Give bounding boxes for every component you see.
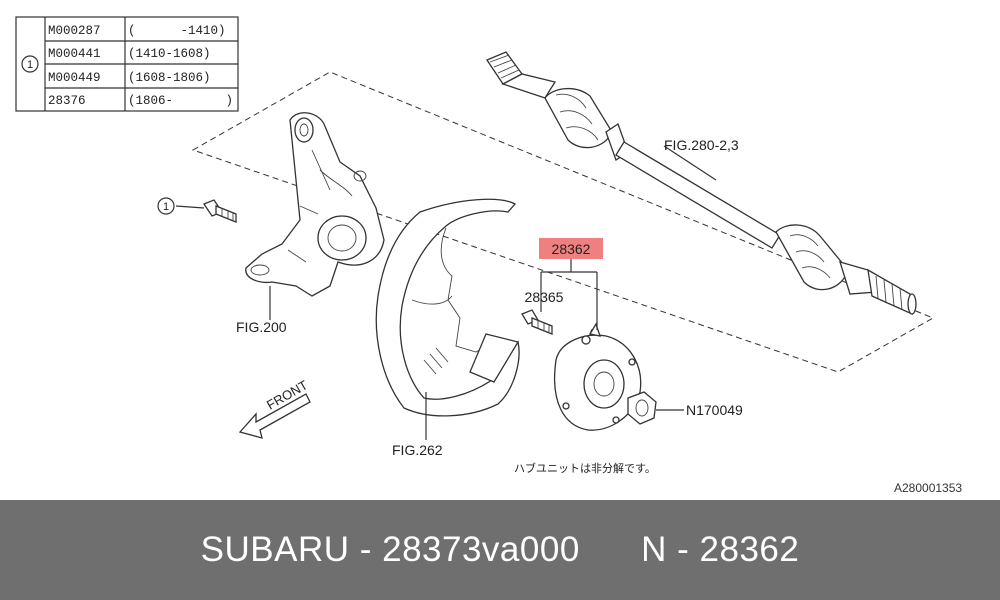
non-disassembly-note: ハブユニットは非分解です。 [514,461,656,475]
legend-part-2: M000441 [48,47,101,61]
assembly-boundary [191,71,935,373]
arrow-icon [238,393,311,439]
shield-figure-ref: FIG.262 [392,442,443,458]
hub-part-highlight [539,238,603,259]
hub-unit [554,322,642,431]
hub-part-label: 28362 [552,241,591,257]
legend-range-3: (1608-1806) [128,71,211,85]
hub-bolt [521,309,553,335]
legend-part-1: M000287 [48,24,101,38]
legend-marker: 1 [27,59,33,71]
front-arrow: FRONT [238,377,311,439]
knuckle-bolt: 1 [157,197,237,223]
bolt-marker-circle [157,197,175,215]
axle-nut [627,391,684,425]
parts-diagram: 1 M000287 ( -1410) M000441 (1410-1608) M… [15,16,962,495]
product-footer: SUBARU - 28373va000 N - 28362 [0,500,1000,600]
nut-part-label: N170049 [686,402,743,418]
brake-shield [375,198,520,417]
legend-marker-circle [21,55,39,73]
bolt-marker: 1 [163,201,169,213]
drive-axle [486,51,917,316]
legend-range-4: (1806- ) [128,94,233,108]
product-title: SUBARU - 28373va000 N - 28362 [200,530,800,569]
bolt-part-label: 28365 [525,289,564,305]
legend-part-3: M000449 [48,71,101,85]
legend-range-2: (1410-1608) [128,47,211,61]
knuckle-figure-ref: FIG.200 [236,319,287,335]
axle-figure-ref: FIG.280-2,3 [664,137,739,153]
legend-table: 1 M000287 ( -1410) M000441 (1410-1608) M… [15,16,239,112]
legend-part-4: 28376 [48,94,86,108]
legend-range-1: ( -1410) [128,24,226,38]
steering-knuckle [245,112,385,297]
drawing-code: A280001353 [894,481,962,495]
